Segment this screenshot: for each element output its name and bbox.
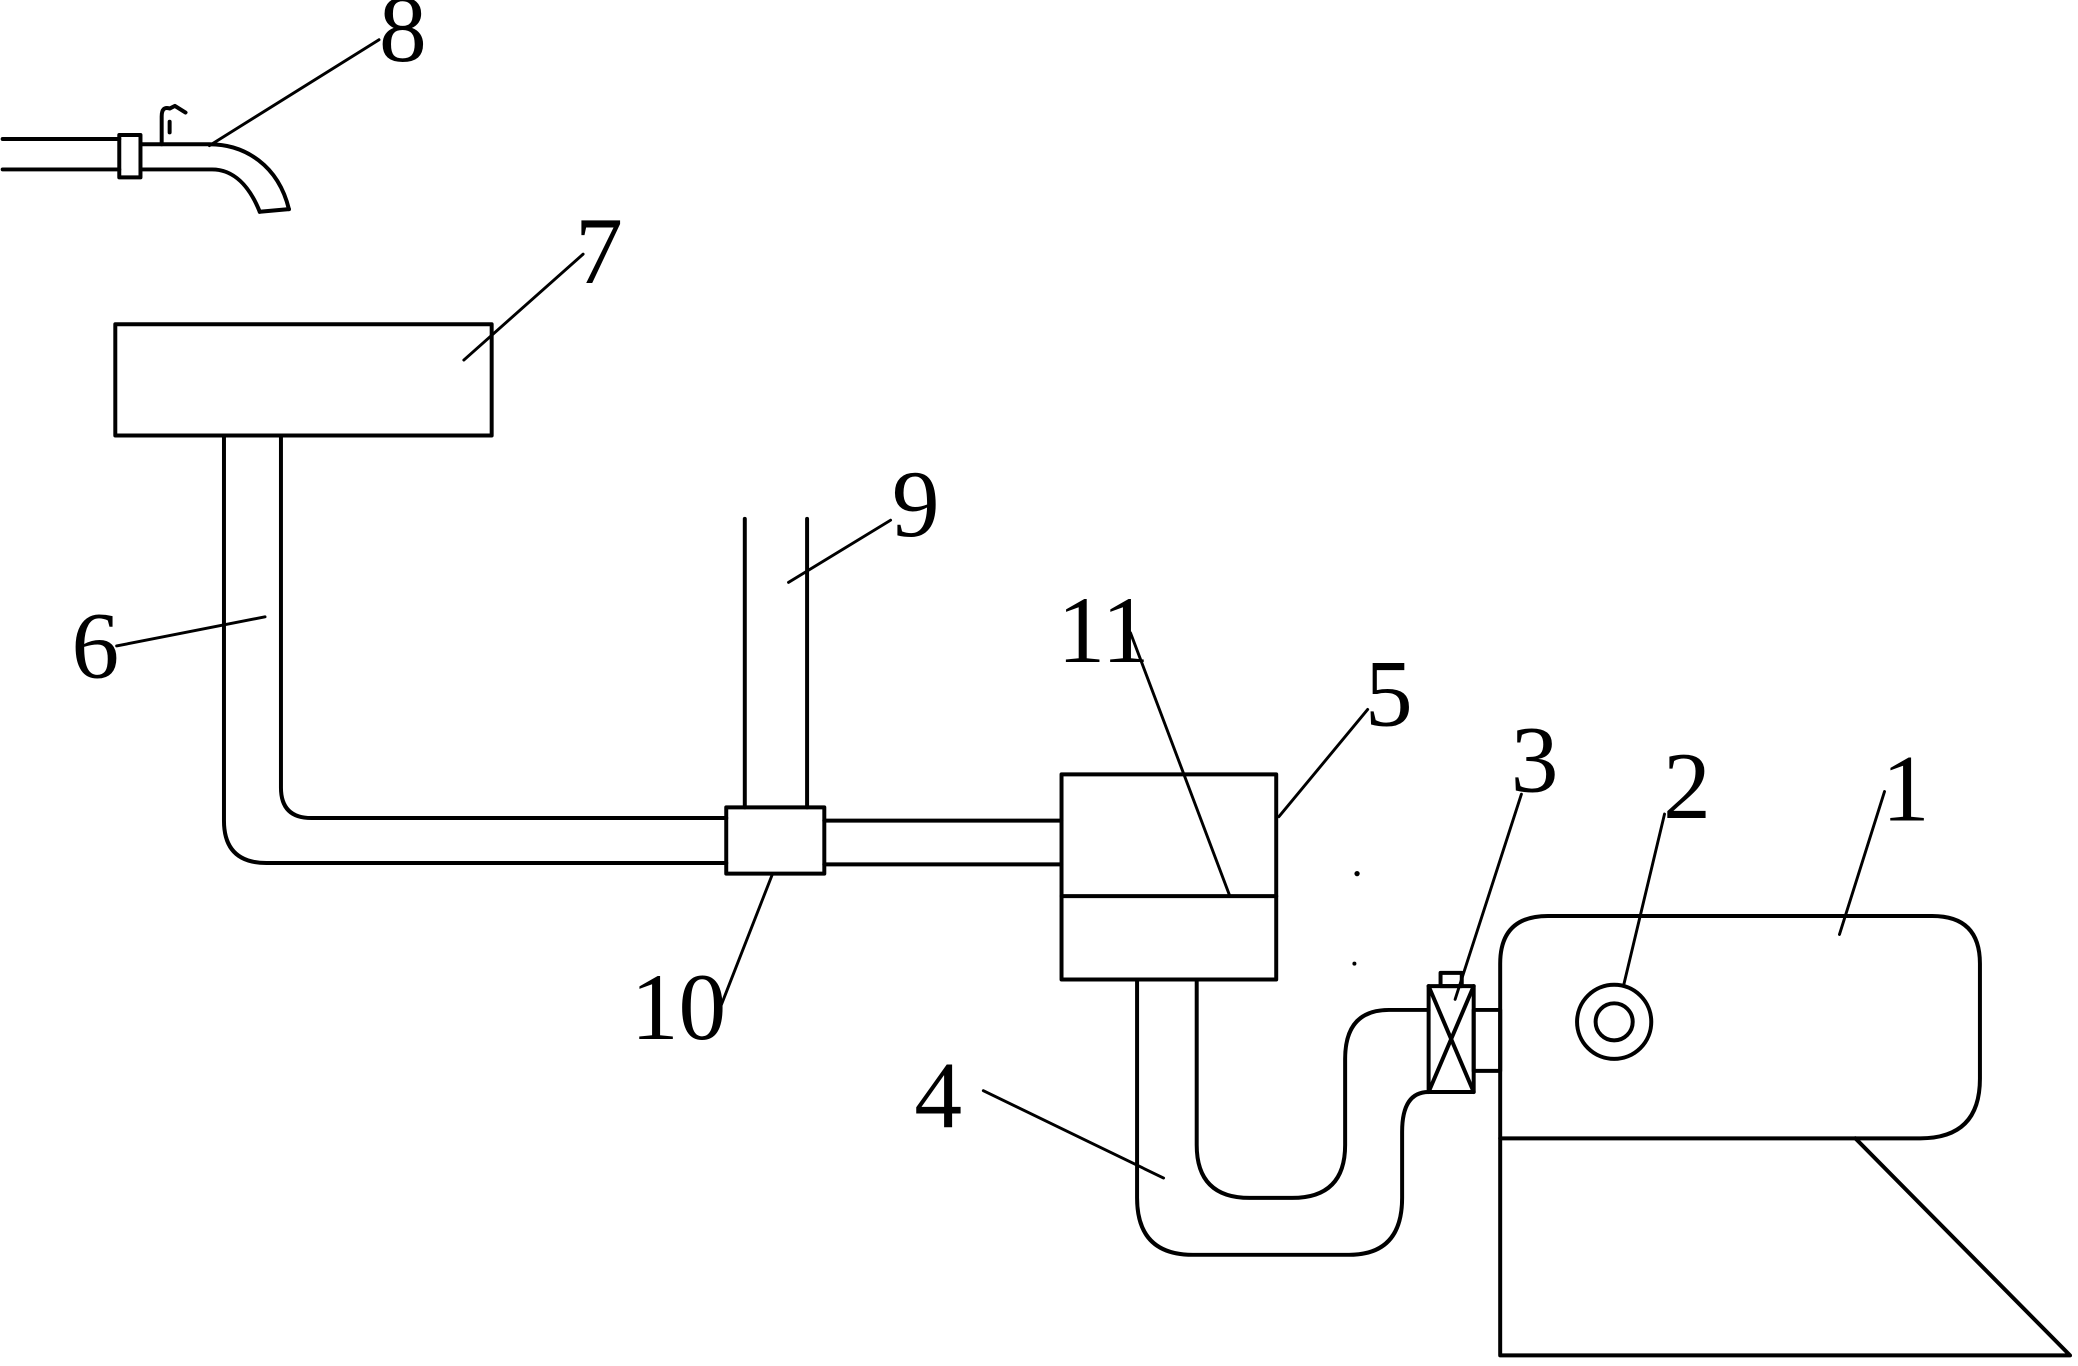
vent-pipe xyxy=(742,516,810,810)
connecting-pipe xyxy=(221,433,1064,867)
filter-box xyxy=(1059,772,1279,982)
label-1: 1 xyxy=(1882,736,1930,842)
label-6: 6 xyxy=(72,593,120,699)
u-pipe xyxy=(1135,977,1431,1257)
label-11: 11 xyxy=(1058,577,1150,683)
label-8: 8 xyxy=(379,0,427,82)
label-3: 3 xyxy=(1511,707,1559,813)
gauge xyxy=(1575,982,1654,1061)
tee-joint xyxy=(724,805,827,876)
label-2: 2 xyxy=(1663,733,1711,839)
label-4: 4 xyxy=(914,1043,962,1149)
machine xyxy=(1498,913,2073,1358)
upper-tank xyxy=(113,322,494,438)
label-9: 9 xyxy=(892,451,940,557)
label-7: 7 xyxy=(575,198,623,304)
label-10: 10 xyxy=(631,954,726,1060)
valve xyxy=(1426,970,1503,1094)
leader-lines xyxy=(115,38,1886,1180)
label-5: 5 xyxy=(1365,640,1413,746)
